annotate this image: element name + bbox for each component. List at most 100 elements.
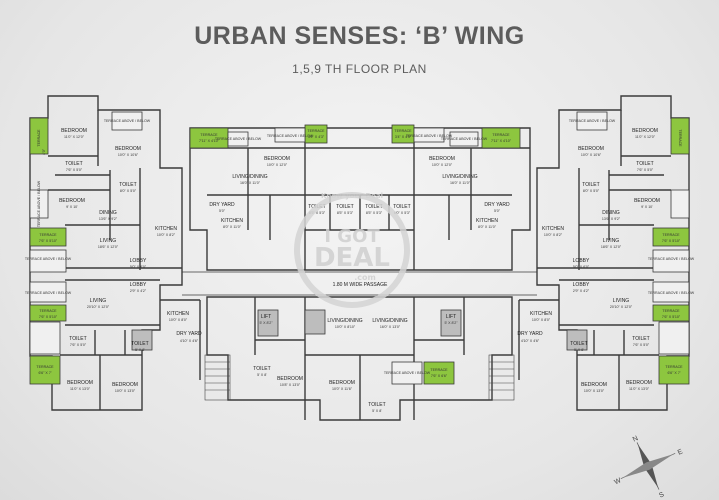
lobby-label: LOBBY	[573, 258, 590, 264]
bedroom-dim: 10'0" X 10'6"	[581, 153, 602, 157]
terrace-label: TERRACE ABOVE / BELOW	[25, 291, 72, 295]
compass-e: E	[677, 448, 684, 456]
terrace-label: TERRACE	[36, 365, 54, 369]
terrace-dim: 6'6" X 7'	[667, 371, 680, 375]
terrace-label: TERRACE ABOVE / BELOW	[406, 134, 453, 138]
terrace-dim: 7'6" X 5'10"	[662, 239, 681, 243]
page-title: URBAN SENSES: ‘B’ WING	[194, 22, 525, 50]
terrace-label: TERRACE	[662, 233, 680, 237]
passage	[182, 271, 537, 296]
living-dim: 16'0" X 11'0"	[450, 181, 471, 185]
living-dim: 10'0" X 8'10"	[335, 325, 356, 329]
kitchen-dim: 10'0" X 8'0"	[532, 318, 551, 322]
bedroom-dim: 11'0" X 12'0"	[64, 135, 85, 139]
living-label: LIVING	[90, 298, 107, 304]
kitchen-dim: 10'0" X 8'0"	[169, 318, 188, 322]
toilet-label: TOILET	[632, 336, 649, 342]
terrace-label: TERRACE	[307, 129, 325, 133]
terrace-label: TERRACE ABOVE / BELOW	[215, 137, 262, 141]
toilet-dim: 8'5" X 5'3"	[337, 211, 354, 215]
living-label: LIVING	[613, 298, 630, 304]
terrace-label: TERRACE	[678, 129, 682, 147]
living-dim: 16'0" X 11'0"	[240, 181, 261, 185]
bedroom-label: BEDROOM	[581, 382, 607, 388]
toilet-dim: 7'6" X 5'0"	[70, 343, 87, 347]
terrace-label: TERRACE ABOVE / BELOW	[441, 137, 488, 141]
bedroom-label: BEDROOM	[578, 146, 604, 152]
bedroom-dim: 9' X 10'	[66, 205, 78, 209]
living-dining-label: LIVING/DINING	[372, 318, 407, 324]
dry-yard-dim: 4'10" X 4'6"	[521, 339, 540, 343]
dry-yard-dim: 5'0"	[494, 209, 501, 213]
lift-dim: 5' X 8'2"	[444, 321, 458, 325]
living-dining-label: LIVING/DINING	[442, 174, 477, 180]
kitchen-label: KITCHEN	[476, 218, 498, 224]
living-label: LIVING	[603, 238, 620, 244]
toilet-dim: 8'5" X 5'3"	[309, 211, 326, 215]
terrace-dim: 4'0"	[42, 148, 46, 155]
passage-label: 1.80 M WIDE PASSAGE	[333, 282, 388, 288]
toilet-dim: 7'6" X 5'0"	[637, 168, 654, 172]
toilet-label: TOILET	[368, 402, 385, 408]
terrace-dim: 6'6" X 7'	[38, 371, 51, 375]
toilet-dim: 5' X 8'	[257, 373, 267, 377]
terrace-dim: 3'4" X 4'3"	[308, 135, 325, 139]
page-subtitle: 1,5,9 TH FLOOR PLAN	[292, 62, 427, 76]
compass: N S W E	[613, 435, 684, 500]
terrace-dim: 7'6" X 5'10"	[39, 315, 58, 319]
bedroom-label: BEDROOM	[634, 198, 660, 204]
dining-label: DINING	[99, 210, 117, 216]
toilet-dim: 8'0" X 5'0"	[120, 189, 137, 193]
toilet-dim: 8'0" X 5'0"	[583, 189, 600, 193]
terrace-label: TERRACE ABOVE / BELOW	[267, 134, 314, 138]
watermark-line3: .com	[354, 273, 376, 282]
dining-dim: 13'6" X 9'2"	[602, 217, 621, 221]
lift-dim: 5' X 8'2"	[259, 321, 273, 325]
bedroom-label: BEDROOM	[115, 146, 141, 152]
toilet-label: TOILET	[65, 161, 82, 167]
terrace-label: TERRACE	[394, 129, 412, 133]
terrace-label: TERRACE	[37, 129, 41, 147]
toilet-label: TOILET	[253, 366, 270, 372]
lobby-dim: 2'9" X 4'2"	[573, 289, 590, 293]
kitchen-dim: 8'0" X 11'0"	[223, 225, 242, 229]
compass-needle-icon	[622, 454, 674, 478]
dry-yard-label: DRY YARD	[176, 331, 202, 337]
lift-label: LIFT	[261, 314, 271, 320]
living-dim: 16'0" X 13'0"	[380, 325, 401, 329]
terrace-label: TERRACE ABOVE / BELOW	[569, 119, 616, 123]
terrace-label: TERRACE	[662, 309, 680, 313]
toilet-label: TOILET	[131, 341, 148, 347]
terrace-label: TERRACE ABOVE / BELOW	[648, 291, 695, 295]
lift-label: LIFT	[446, 314, 456, 320]
center-terraces	[189, 124, 521, 385]
toilet-dim: 5' X 8'	[574, 348, 584, 352]
kitchen-label: KITCHEN	[167, 311, 189, 317]
bedroom-dim: 10'8" X 13'0"	[280, 383, 301, 387]
toilet-label: TOILET	[365, 204, 382, 210]
kitchen-dim: 10'0" X 8'2"	[157, 233, 176, 237]
bedroom-label: BEDROOM	[429, 156, 455, 162]
toilet-label: TOILET	[570, 341, 587, 347]
lobby-dim: 2'9" X 4'2"	[130, 289, 147, 293]
terrace-dim: 7'6" X 6'6"	[431, 374, 448, 378]
dining-label: DINING	[602, 210, 620, 216]
terrace-dim: 7'11" X 4'10"	[199, 139, 220, 143]
compass-n: N	[632, 435, 640, 443]
lobby-dim: 5'0" X 6'0"	[573, 265, 590, 269]
dining-dim: 13'6" X 9'2"	[99, 217, 118, 221]
living-label: LIVING	[100, 238, 117, 244]
bedroom-dim: 11'0" X 13'0"	[70, 387, 91, 391]
left-wing-labels: BEDROOM 11'0" X 12'0" BEDROOM 10'0" X 10…	[25, 119, 202, 393]
right-wing	[518, 95, 690, 411]
terrace-dim: 3'4" X 4'3"	[395, 135, 412, 139]
bedroom-dim: 11'0" X 12'0"	[635, 135, 656, 139]
toilet-label: TOILET	[582, 182, 599, 188]
terrace-label: TERRACE ABOVE / BELOW	[384, 371, 431, 375]
living-dim: 18'6" X 12'0"	[98, 245, 119, 249]
terrace-label: TERRACE ABOVE / BELOW	[104, 119, 151, 123]
lobby-label: LOBBY	[130, 258, 147, 264]
bedroom-label: BEDROOM	[112, 382, 138, 388]
bedroom-dim: 10'0" X 10'6"	[118, 153, 139, 157]
